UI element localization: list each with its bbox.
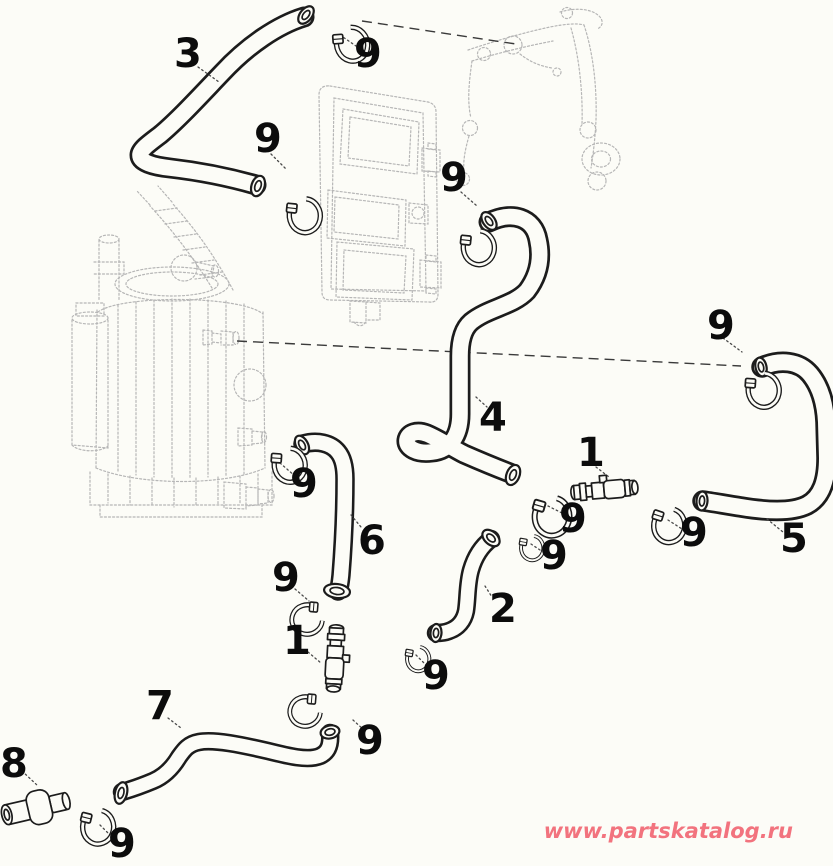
hose-5 — [692, 351, 833, 522]
callout-connector-1-left: 1 — [283, 618, 311, 664]
hose-4 — [396, 206, 551, 487]
callout-clamp-9-hose6-end: 9 — [272, 555, 300, 601]
leader-engine-to-clamp — [236, 340, 742, 367]
site-watermark: www.partskatalog.ru — [543, 819, 793, 843]
callout-connector-1-right: 1 — [577, 430, 605, 476]
connector-1-left — [323, 623, 353, 694]
callout-check-valve-8: 8 — [0, 741, 28, 787]
hose-3 — [129, 5, 315, 198]
callout-clamp-9-top: 9 — [354, 31, 382, 77]
clamp-9-hose3-end — [285, 198, 321, 234]
hose-7 — [112, 723, 341, 805]
engine-assembly-ghost — [71, 185, 275, 518]
callout-hose-3: 3 — [174, 31, 202, 77]
callout-hose-6: 6 — [358, 518, 386, 564]
callout-clamp-9-hose4-top: 9 — [440, 155, 468, 201]
clamp-9-connector-left — [288, 693, 321, 728]
electrical-module-ghost — [318, 85, 442, 327]
callout-clamp-9-connector-left: 9 — [356, 718, 384, 764]
hose-2 — [426, 528, 501, 644]
callout-clamp-9-hose2-top: 9 — [540, 533, 568, 579]
bracket-assembly-ghost — [455, 6, 621, 191]
clamp-9-hose4-top — [459, 230, 495, 266]
callout-clamp-9-hose5-top: 9 — [707, 303, 735, 349]
check-valve-8 — [0, 789, 71, 826]
callout-hose-4: 4 — [479, 395, 507, 441]
callout-hose-5: 5 — [780, 516, 808, 562]
callout-clamp-9-hose3-end: 9 — [254, 116, 282, 162]
callout-clamp-9-connector-right: 9 — [680, 510, 708, 556]
callout-hose-2: 2 — [489, 586, 517, 632]
callout-hose-7: 7 — [146, 683, 174, 729]
callout-clamp-9-hose2-end: 9 — [422, 653, 450, 699]
callout-clamp-9-hose6-top: 9 — [290, 461, 318, 507]
callout-clamp-9-hose4-end: 9 — [559, 496, 587, 542]
callout-clamp-9-valve: 9 — [108, 821, 136, 866]
leader-clamp-to-bracket — [361, 20, 517, 45]
